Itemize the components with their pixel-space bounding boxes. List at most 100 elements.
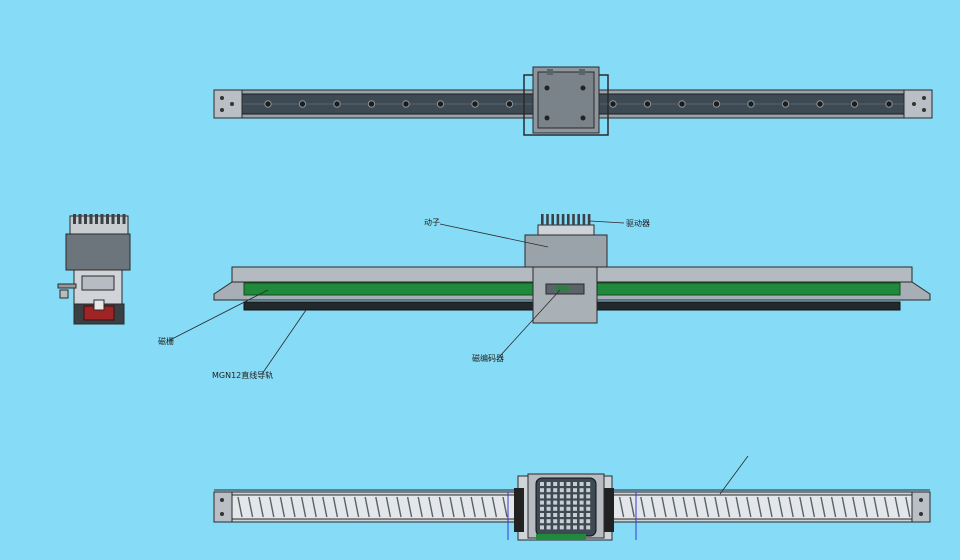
grid-hole-icon <box>540 488 544 493</box>
front-view <box>213 214 931 324</box>
slat-icon <box>502 496 508 518</box>
slat-icon <box>862 496 869 518</box>
slat-icon <box>714 496 720 518</box>
grid-hole-icon <box>586 500 591 505</box>
grid-hole-icon <box>586 494 591 499</box>
slat-icon <box>279 496 286 518</box>
slat-icon <box>671 496 678 518</box>
rail-screw-icon <box>678 100 686 108</box>
grid-hole-icon <box>540 513 544 517</box>
rail-screw-icon <box>505 100 514 108</box>
front-mover <box>524 234 608 268</box>
grid-hole-icon <box>559 494 564 499</box>
grid-hole-icon <box>586 506 591 511</box>
slat-icon <box>332 496 339 518</box>
slat-icon <box>417 496 423 518</box>
slat-icon <box>799 496 805 518</box>
slat-icon <box>449 496 455 518</box>
grid-hole-icon <box>579 513 584 517</box>
grid-hole-icon <box>579 482 584 486</box>
grid-hole-icon <box>573 482 577 486</box>
end-heatsink <box>73 214 126 224</box>
rail-screw-icon <box>816 100 824 108</box>
grid-hole-icon <box>586 525 591 530</box>
fin-icon <box>556 214 560 225</box>
slat-icon <box>841 496 847 518</box>
grid-hole-icon <box>553 513 558 517</box>
grid-hole-icon <box>579 500 584 505</box>
rail-screw-icon <box>264 100 272 108</box>
slat-icon <box>459 496 466 518</box>
rail-screw-icon <box>747 100 755 108</box>
slat-icon <box>820 496 826 518</box>
slat-icon <box>767 496 773 518</box>
grid-hole-icon <box>546 506 551 511</box>
grid-hole-icon <box>559 482 564 486</box>
end-driver-block <box>65 233 131 271</box>
slat-icon <box>629 496 635 518</box>
slat-icon <box>905 496 911 518</box>
slat-icon <box>491 496 498 518</box>
slat-icon <box>322 496 328 518</box>
slat-icon <box>311 496 317 518</box>
fin-icon <box>84 214 87 224</box>
grid-hole-icon <box>566 519 571 524</box>
grid-hole-icon <box>579 506 584 511</box>
grid-hole-icon <box>546 525 551 530</box>
grid-hole-icon <box>573 494 577 499</box>
grid-hole-icon <box>573 500 577 505</box>
grid-hole-icon <box>566 506 571 511</box>
leader-lines <box>169 220 625 375</box>
grid-hole-icon <box>540 506 544 511</box>
slat-icon <box>830 496 837 518</box>
fin-icon <box>582 214 586 225</box>
slat-icon <box>746 496 752 518</box>
slat-icon <box>650 496 657 518</box>
slat-icon <box>883 496 890 518</box>
slat-icon <box>470 496 476 518</box>
rail-screw-icon <box>367 100 376 108</box>
rail-screw-icon <box>402 100 410 108</box>
grid-hole-icon <box>546 494 551 499</box>
grid-hole-icon <box>540 494 544 499</box>
bottom-view <box>213 455 931 541</box>
grid-hole-icon <box>559 488 564 493</box>
fin-icon <box>122 214 126 224</box>
grid-hole-icon <box>586 519 591 524</box>
end-section-view <box>57 214 131 325</box>
grid-hole-icon <box>546 500 551 505</box>
grid-hole-icon <box>553 500 558 505</box>
grid-hole-icon <box>566 482 571 486</box>
slat-icon <box>396 496 402 518</box>
slat-icon <box>375 496 381 518</box>
grid-hole-icon <box>553 482 558 486</box>
fin-icon <box>100 214 104 224</box>
fin-icon <box>561 214 565 225</box>
grid-hole-icon <box>540 525 544 530</box>
rail-screw-icon <box>609 100 617 108</box>
rail-screw-icon <box>436 100 445 108</box>
grid-hole-icon <box>566 500 571 505</box>
grid-hole-icon <box>586 488 591 493</box>
grid-hole-icon <box>566 488 571 493</box>
slat-icon <box>703 496 710 518</box>
slat-icon <box>353 496 360 518</box>
grid-hole-icon <box>586 513 591 517</box>
front-slider <box>532 266 598 324</box>
grid-hole-icon <box>553 506 558 511</box>
grid-hole-icon <box>553 488 558 493</box>
slat-icon <box>290 496 296 518</box>
grid-hole-icon <box>546 488 551 493</box>
slat-icon <box>894 496 900 518</box>
grid-hole-icon <box>553 494 558 499</box>
grid-hole-icon <box>573 513 577 517</box>
label-guide-rail: MGN12直线导轨 <box>212 371 274 380</box>
slat-icon <box>852 496 858 518</box>
grid-hole-icon <box>546 482 551 486</box>
grid-hole-icon <box>559 525 564 530</box>
rail-screw-icon <box>850 100 859 108</box>
grid-hole-icon <box>573 506 577 511</box>
slat-icon <box>661 496 667 518</box>
slat-icon <box>724 496 731 518</box>
